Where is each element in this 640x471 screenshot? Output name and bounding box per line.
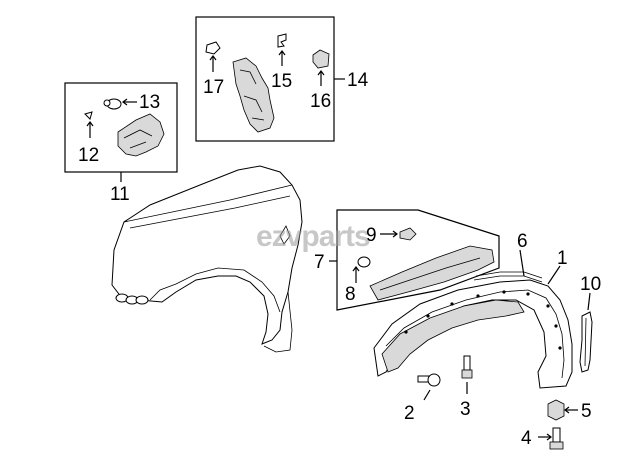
callout-5: 5 <box>581 401 592 422</box>
callout-15: 15 <box>271 71 292 92</box>
clip-9 <box>399 227 417 241</box>
callout-11: 11 <box>110 184 130 205</box>
nut-5 <box>547 399 578 421</box>
callout-4: 4 <box>521 428 532 449</box>
group-box-7 <box>336 209 500 311</box>
callout-9: 9 <box>366 225 377 246</box>
callout-17: 17 <box>203 77 224 98</box>
callout-3: 3 <box>460 399 471 420</box>
callout-7: 7 <box>314 252 325 273</box>
callout-10: 10 <box>580 274 601 295</box>
bolt-3 <box>461 355 473 394</box>
wheel-liner <box>381 299 525 373</box>
screw-4 <box>538 427 564 450</box>
clip-15 <box>277 33 287 48</box>
callout-12: 12 <box>78 145 99 166</box>
callout-14: 14 <box>347 70 369 91</box>
callout-13: 13 <box>139 92 160 113</box>
callout-2: 2 <box>404 403 415 424</box>
callout-8: 8 <box>345 284 356 305</box>
bolt-2 <box>417 373 441 401</box>
splash-shield <box>117 113 165 157</box>
moulding-strip <box>579 311 593 373</box>
watermark: ezvparts <box>256 220 370 253</box>
callout-16: 16 <box>310 91 331 112</box>
callout-1: 1 <box>557 248 568 269</box>
front-fender <box>111 165 303 345</box>
clip-12 <box>84 111 93 120</box>
clip-8 <box>357 256 371 268</box>
callout-6: 6 <box>517 231 528 252</box>
bracket-part <box>232 57 275 133</box>
clip-17 <box>205 41 221 55</box>
clip-16 <box>312 49 330 69</box>
